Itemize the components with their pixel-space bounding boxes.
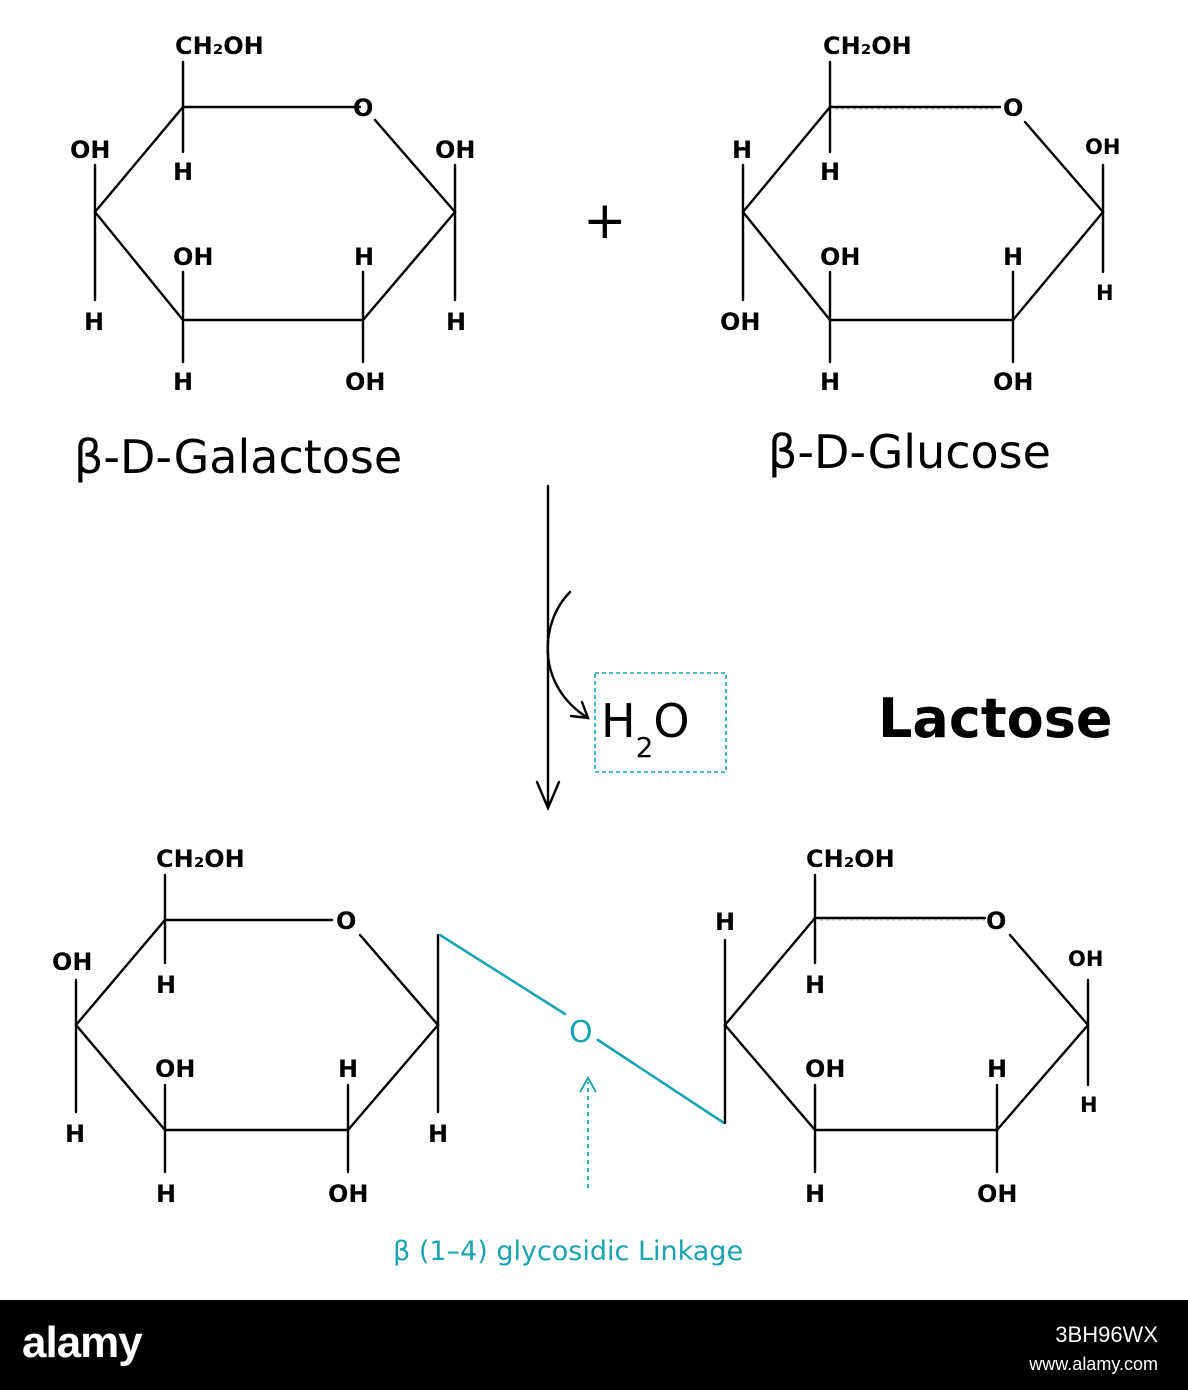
lactose-glucose-ring-bonds [723, 916, 1090, 1132]
glucose-name: β-D-Glucose [768, 425, 1051, 479]
galactose-c3-h: H [173, 368, 193, 396]
glucose-structure: CH₂OH O H H OH OH H H OH H OH β-D-Glucos… [720, 32, 1120, 479]
lactose-gal-ch2oh: CH₂OH [156, 845, 245, 873]
alamy-logo: alamy [22, 1318, 143, 1367]
lactose-glc-c1-h: H [1080, 1093, 1098, 1117]
galactose-c2-oh: OH [345, 368, 386, 396]
galactose-ring-bonds [93, 105, 457, 322]
glucose-c5-h: H [820, 158, 840, 186]
linkage-label: β (1–4) glycosidic Linkage [393, 1236, 743, 1267]
lactose-gal-c4-oh: OH [52, 948, 93, 976]
glucose-c1-oh: OH [1085, 135, 1120, 159]
lactose-gal-c1-h: H [428, 1120, 448, 1148]
glucose-ring-bonds [741, 105, 1105, 322]
glycosidic-linkage: O β (1–4) glycosidic Linkage [393, 933, 743, 1267]
glucose-c1-h: H [1096, 281, 1114, 305]
galactose-ch2oh: CH₂OH [175, 32, 264, 60]
image-code: 3BH96WX [1055, 1322, 1158, 1347]
galactose-c4-h: H [84, 308, 104, 336]
water-label: H2O [601, 694, 690, 764]
galactose-c4-oh: OH [70, 136, 111, 164]
glucose-c2-h: H [1003, 243, 1023, 271]
galactose-c2-h: H [354, 243, 374, 271]
glucose-c4-oh: OH [720, 308, 761, 336]
galactose-ring-o: O [353, 94, 373, 122]
lactose-glc-ch2oh: CH₂OH [806, 845, 895, 873]
glucose-c4-h: H [732, 136, 752, 164]
lactose-galactose-unit: CH₂OH O OH H OH H H H H OH [52, 845, 448, 1208]
lactose-glc-c1-oh: OH [1068, 947, 1103, 971]
lactose-glc-c2-h: H [987, 1055, 1007, 1083]
lactose-glc-c4-h: H [715, 908, 735, 936]
glucose-ring-o: O [1003, 94, 1023, 122]
glucose-c3-h: H [820, 368, 840, 396]
galactose-c5-h: H [173, 158, 193, 186]
lactose-galactose-ring-bonds [74, 918, 440, 1132]
lactose-gal-ring-o: O [336, 907, 356, 935]
lactose-gal-c3-h: H [156, 1180, 176, 1208]
glucose-c2-oh: OH [993, 368, 1034, 396]
site-url: www.alamy.com [1029, 1354, 1158, 1374]
lactose-glc-c3-h: H [805, 1180, 825, 1208]
lactose-glc-c2-oh: OH [977, 1180, 1018, 1208]
lactose-gal-c2-h: H [338, 1055, 358, 1083]
lactose-glc-c3-oh: OH [805, 1055, 846, 1083]
product-title: Lactose [878, 687, 1113, 750]
glucose-ch2oh: CH₂OH [823, 32, 912, 60]
lactose-gal-c5-h: H [156, 971, 176, 999]
lactose-gal-c2-oh: OH [328, 1180, 369, 1208]
galactose-name: β-D-Galactose [74, 430, 402, 484]
linkage-oxygen: O [569, 1015, 593, 1050]
water-box [594, 672, 727, 773]
plus-sign: + [583, 191, 627, 251]
galactose-c1-oh: OH [435, 136, 476, 164]
reaction-arrow [535, 484, 590, 812]
lactose-glc-c5-h: H [805, 971, 825, 999]
lactose-glc-ring-o: O [986, 907, 1006, 935]
lactose-gal-c4-h: H [65, 1120, 85, 1148]
watermark-footer: alamy 3BH96WX www.alamy.com [0, 1300, 1188, 1390]
lactose-gal-c3-oh: OH [155, 1055, 196, 1083]
lactose-glucose-unit: CH₂OH O H H OH OH H H H OH [715, 845, 1103, 1208]
glucose-c3-oh: OH [820, 243, 861, 271]
galactose-c3-oh: OH [173, 243, 214, 271]
galactose-c1-h: H [446, 308, 466, 336]
galactose-structure: CH₂OH O OH H OH OH H H H H OH β-D-Galact… [70, 32, 476, 484]
lactose-formation-diagram: CH₂OH O OH H OH OH H H H H OH β-D-Galact… [52, 32, 1120, 1267]
